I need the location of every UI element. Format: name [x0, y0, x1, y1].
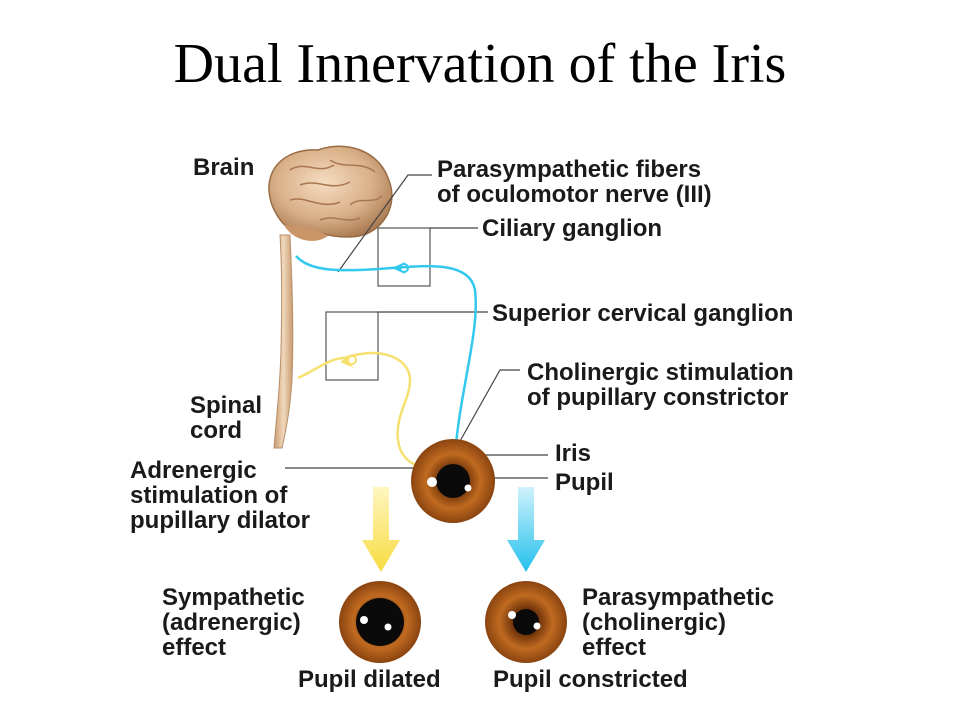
leader-parasympathetic-fibers [337, 174, 432, 273]
spinal-cord [273, 234, 294, 449]
label-pupil-dilated: Pupil dilated [298, 666, 441, 693]
constriction-arrow [507, 487, 545, 572]
label-pupil-constricted: Pupil constricted [493, 666, 688, 693]
label-iris: Iris [555, 440, 592, 467]
leader-cholinergic [454, 369, 520, 451]
ciliary-ganglion-box [377, 227, 431, 287]
label-superior-cervical-ganglion: Superior cervical ganglion [492, 300, 794, 327]
constricted-pupil-eye [485, 581, 567, 663]
dilation-arrow [362, 487, 400, 572]
center-eye [411, 439, 495, 523]
label-spinal-cord: Spinal cord [190, 392, 263, 444]
label-parasympathetic-fibers: Parasympathetic fibers of oculomotor ner… [437, 156, 712, 208]
sympathetic-nerve [297, 351, 425, 470]
label-parasympathetic-effect: Parasympathetic (cholinergic) effect [582, 584, 775, 661]
label-adrenergic-stimulation: Adrenergic stimulation of pupillary dila… [130, 457, 311, 534]
label-pupil: Pupil [555, 469, 614, 496]
label-sympathetic-effect: Sympathetic (adrenergic) effect [162, 584, 305, 661]
dilated-pupil-eye [339, 581, 421, 663]
brain-illustration [268, 145, 393, 241]
parasympathetic-nerve [295, 255, 477, 456]
label-cholinergic-stimulation: Cholinergic stimulation of pupillary con… [527, 359, 794, 411]
label-ciliary-ganglion: Ciliary ganglion [482, 215, 663, 242]
slide-title: Dual Innervation of the Iris [173, 33, 787, 95]
label-brain: Brain [193, 154, 255, 181]
superior-cervical-ganglion-box [325, 311, 379, 381]
